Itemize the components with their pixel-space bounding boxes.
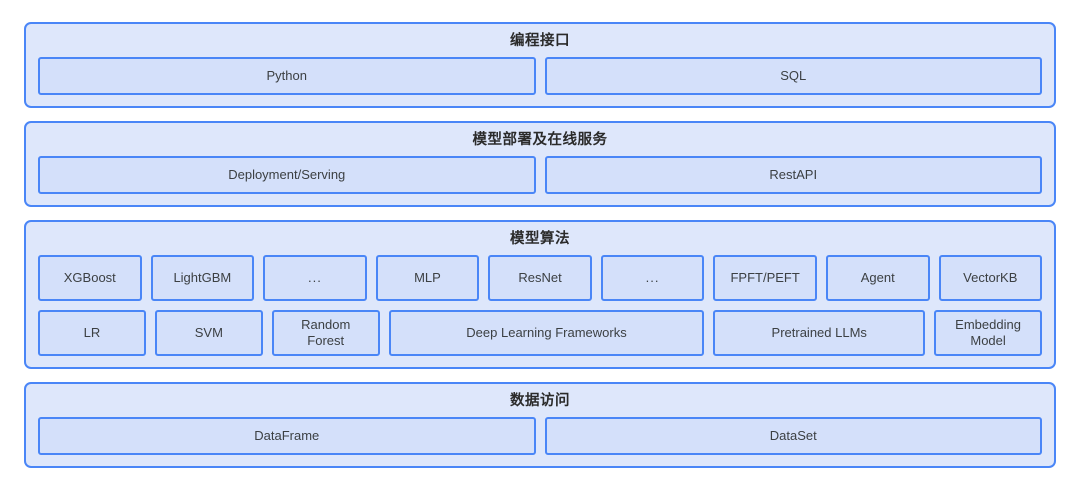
component-box-dataset[interactable]: DataSet bbox=[544, 417, 1042, 455]
component-box-ellipsis[interactable]: ... bbox=[263, 255, 367, 301]
component-box-svm[interactable]: SVM bbox=[154, 310, 263, 356]
component-box-mlp[interactable]: MLP bbox=[375, 255, 480, 301]
component-box-lr[interactable]: LR bbox=[38, 310, 146, 356]
component-box-random-forest[interactable]: Random Forest bbox=[271, 310, 380, 356]
component-box-fpft-peft[interactable]: FPFT/PEFT bbox=[713, 255, 817, 301]
layer-title-model-algorithms: 模型算法 bbox=[510, 231, 570, 247]
component-box-python[interactable]: Python bbox=[38, 57, 536, 95]
component-box-lightgbm[interactable]: LightGBM bbox=[150, 255, 255, 301]
component-box-resnet[interactable]: ResNet bbox=[488, 255, 592, 301]
component-box-ellipsis[interactable]: ... bbox=[600, 255, 705, 301]
layer-title-programming-interface: 编程接口 bbox=[510, 33, 570, 49]
component-box-pretrained-llms[interactable]: Pretrained LLMs bbox=[713, 310, 926, 356]
component-box-xgboost[interactable]: XGBoost bbox=[38, 255, 142, 301]
component-box-dataframe[interactable]: DataFrame bbox=[38, 417, 536, 455]
component-box-restapi[interactable]: RestAPI bbox=[544, 156, 1042, 194]
component-box-deep-learning-frameworks[interactable]: Deep Learning Frameworks bbox=[388, 310, 705, 356]
component-box-deployment-serving[interactable]: Deployment/Serving bbox=[38, 156, 536, 194]
layer-title-model-deployment-online-serving: 模型部署及在线服务 bbox=[472, 132, 608, 148]
component-box-sql[interactable]: SQL bbox=[544, 57, 1042, 95]
component-box-vectorkb[interactable]: VectorKB bbox=[938, 255, 1043, 301]
component-box-embedding-model[interactable]: Embedding Model bbox=[934, 310, 1043, 356]
component-box-agent[interactable]: Agent bbox=[825, 255, 930, 301]
layer-title-data-access: 数据访问 bbox=[510, 393, 570, 409]
